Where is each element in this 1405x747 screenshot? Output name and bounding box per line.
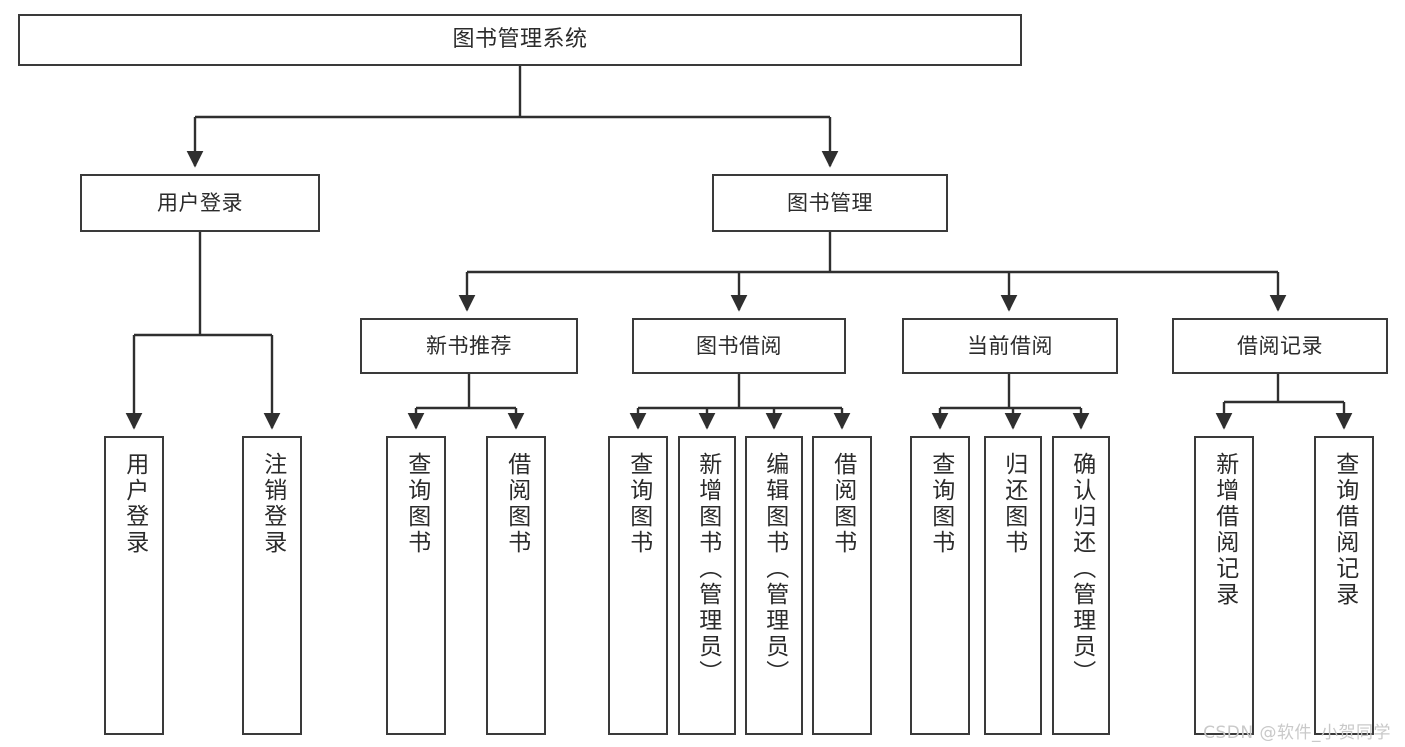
node-book-manage-label: 图书管理 <box>787 190 873 215</box>
node-leaf-borrow-book-2[interactable]: 借阅图书 <box>812 436 872 735</box>
node-user-login-label: 用户登录 <box>157 190 243 215</box>
node-leaf-user-login-label: 用户登录 <box>121 452 148 556</box>
node-borrow-record-label: 借阅记录 <box>1237 333 1323 358</box>
node-current-borrow[interactable]: 当前借阅 <box>902 318 1118 374</box>
node-user-login[interactable]: 用户登录 <box>80 174 320 232</box>
node-leaf-borrow-book-1-label: 借阅图书 <box>503 452 530 556</box>
node-book-borrow-label: 图书借阅 <box>696 333 782 358</box>
node-leaf-add-book-label: 新增图书（管理员） <box>694 452 721 686</box>
node-book-borrow[interactable]: 图书借阅 <box>632 318 846 374</box>
node-leaf-query-record-label: 查询借阅记录 <box>1331 452 1358 608</box>
node-leaf-return-book[interactable]: 归还图书 <box>984 436 1042 735</box>
node-leaf-borrow-book-1[interactable]: 借阅图书 <box>486 436 546 735</box>
node-leaf-query-record[interactable]: 查询借阅记录 <box>1314 436 1374 735</box>
node-book-manage[interactable]: 图书管理 <box>712 174 948 232</box>
node-leaf-logout-label: 注销登录 <box>259 452 286 556</box>
node-leaf-user-login[interactable]: 用户登录 <box>104 436 164 735</box>
node-leaf-query-book-3-label: 查询图书 <box>927 452 954 556</box>
node-current-borrow-label: 当前借阅 <box>967 333 1053 358</box>
node-leaf-query-book-2-label: 查询图书 <box>625 452 652 556</box>
node-borrow-record[interactable]: 借阅记录 <box>1172 318 1388 374</box>
node-leaf-confirm-return[interactable]: 确认归还（管理员） <box>1052 436 1110 735</box>
node-new-book-recommend[interactable]: 新书推荐 <box>360 318 578 374</box>
node-leaf-confirm-return-label: 确认归还（管理员） <box>1068 452 1095 686</box>
node-root[interactable]: 图书管理系统 <box>18 14 1022 66</box>
node-leaf-query-book-2[interactable]: 查询图书 <box>608 436 668 735</box>
node-leaf-edit-book-label: 编辑图书（管理员） <box>761 452 788 686</box>
node-leaf-borrow-book-2-label: 借阅图书 <box>829 452 856 556</box>
node-new-book-recommend-label: 新书推荐 <box>426 333 512 358</box>
node-leaf-add-record-label: 新增借阅记录 <box>1211 452 1238 608</box>
node-leaf-edit-book[interactable]: 编辑图书（管理员） <box>745 436 803 735</box>
node-leaf-add-record[interactable]: 新增借阅记录 <box>1194 436 1254 735</box>
watermark: CSDN @软件_小贺同学 <box>1203 723 1391 743</box>
node-leaf-query-book-1-label: 查询图书 <box>403 452 430 556</box>
node-leaf-logout[interactable]: 注销登录 <box>242 436 302 735</box>
node-leaf-query-book-1[interactable]: 查询图书 <box>386 436 446 735</box>
node-leaf-return-book-label: 归还图书 <box>1000 452 1027 556</box>
node-leaf-query-book-3[interactable]: 查询图书 <box>910 436 970 735</box>
node-leaf-add-book[interactable]: 新增图书（管理员） <box>678 436 736 735</box>
node-root-label: 图书管理系统 <box>452 27 588 53</box>
